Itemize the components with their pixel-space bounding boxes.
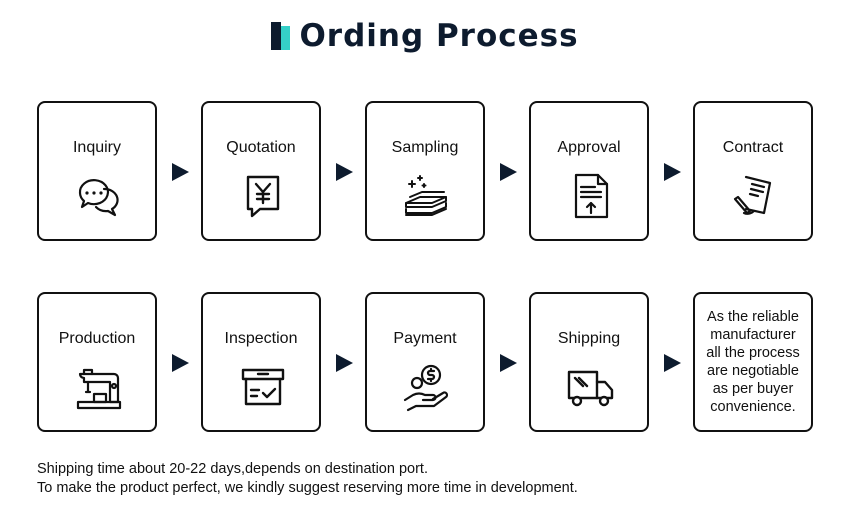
step-inquiry: Inquiry [37, 101, 157, 241]
title-bar: Ording Process [0, 18, 850, 55]
negotiable-note-box: As the reliable manufacturer all the pro… [693, 292, 813, 432]
title-accent-dark-bar [271, 22, 282, 50]
negotiable-note-text: As the reliable manufacturer all the pro… [702, 308, 804, 416]
chat-bubbles-icon [74, 171, 124, 221]
step-label-quotation: Quotation [226, 139, 296, 156]
flow-arrow-2 [336, 163, 353, 181]
step-label-shipping: Shipping [557, 330, 621, 347]
step-label-inquiry: Inquiry [72, 139, 122, 156]
step-label-sampling: Sampling [391, 139, 459, 156]
title-accent-light-bar [281, 26, 291, 50]
step-label-production: Production [58, 330, 136, 347]
note-line: are negotiable [707, 363, 799, 379]
flow-arrow-6 [336, 354, 353, 372]
yen-quote-icon [238, 171, 288, 221]
step-production: Production [37, 292, 157, 432]
flow-arrow-5 [172, 354, 189, 372]
step-label-approval: Approval [557, 139, 621, 156]
step-inspection: Inspection [201, 292, 321, 432]
footer-development-note: To make the product perfect, we kindly s… [37, 480, 578, 496]
fabric-stack-icon [402, 171, 452, 221]
note-line: all the process [706, 345, 800, 361]
step-label-contract: Contract [722, 139, 784, 156]
contract-signing-icon [730, 171, 780, 221]
delivery-truck-icon [566, 362, 616, 412]
title-group: Ording Process [271, 18, 578, 54]
step-quotation: Quotation [201, 101, 321, 241]
step-sampling: Sampling [365, 101, 485, 241]
flow-arrow-8 [664, 354, 681, 372]
flow-arrow-4 [664, 163, 681, 181]
step-contract: Contract [693, 101, 813, 241]
note-line: as per buyer [712, 381, 794, 397]
footer-shipping-time: Shipping time about 20-22 days,depends o… [37, 461, 428, 477]
step-label-inspection: Inspection [224, 330, 298, 347]
coin-hand-icon [402, 362, 452, 412]
step-shipping: Shipping [529, 292, 649, 432]
step-approval: Approval [529, 101, 649, 241]
note-line: manufacturer [710, 327, 796, 343]
inspection-box-icon [238, 362, 288, 412]
approval-document-icon [566, 171, 616, 221]
flow-arrow-3 [500, 163, 517, 181]
step-payment: Payment [365, 292, 485, 432]
step-label-payment: Payment [393, 330, 457, 347]
page-title: Ording Process [299, 18, 579, 54]
title-accent-icon [271, 22, 291, 50]
flow-arrow-1 [172, 163, 189, 181]
note-line: As the reliable [707, 309, 799, 325]
flow-arrow-7 [500, 354, 517, 372]
note-line: convenience. [710, 399, 796, 415]
footer-notes: Shipping time about 20-22 days,depends o… [37, 460, 578, 498]
sewing-machine-icon [74, 362, 124, 412]
